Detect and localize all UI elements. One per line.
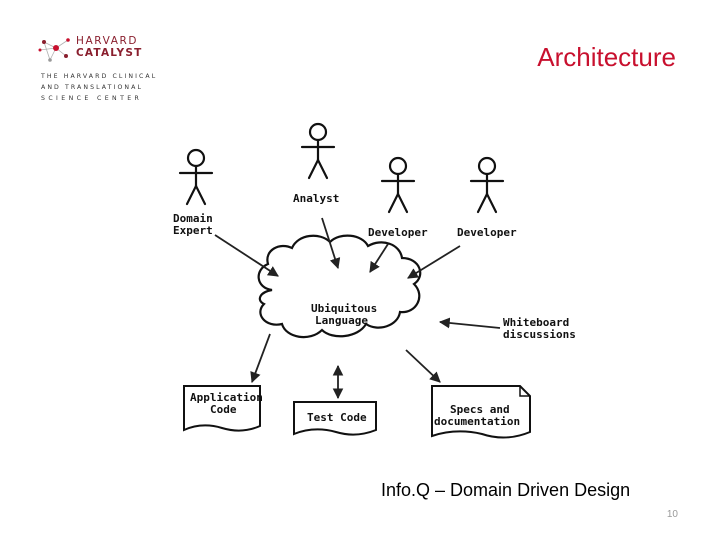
arrow-domain-expert-to-cloud — [214, 234, 279, 277]
ddd-diagram: Domain Expert Analyst Developer Develope… — [173, 122, 576, 439]
actor-domain-expert-figure — [178, 148, 214, 206]
actor-developer-1-figure — [380, 156, 416, 214]
logo-line-1: HARVARD — [76, 35, 139, 47]
arrow-developer-1-to-cloud — [369, 243, 389, 273]
label-application-code-2: Code — [210, 403, 237, 416]
cloud-label-2: Language — [315, 314, 368, 327]
label-developer-1: Developer — [368, 226, 428, 239]
arrow-developer-2-to-cloud — [407, 245, 461, 279]
label-whiteboard-1: Whiteboard — [503, 316, 569, 329]
arrow-analyst-to-cloud — [321, 217, 341, 270]
slide-caption: Info.Q – Domain Driven Design — [381, 480, 631, 500]
harvard-catalyst-logo: HARVARD CATALYST THE HARVARD CLINICAL AN… — [38, 32, 155, 104]
label-domain-expert-1: Domain — [173, 212, 213, 225]
label-application-code-1: Application — [190, 391, 263, 404]
label-specs-1: Specs and — [450, 403, 510, 416]
label-developer-2: Developer — [457, 226, 517, 239]
test-code-document — [293, 401, 377, 436]
network-logo-icon — [38, 38, 70, 62]
label-specs-2: documentation — [434, 415, 520, 428]
arrow-cloud-to-application-code — [250, 333, 271, 384]
arrow-cloud-to-specs — [405, 349, 441, 383]
label-analyst: Analyst — [293, 192, 339, 205]
ubiquitous-language-cloud — [257, 234, 422, 339]
specs-page-fold — [519, 386, 530, 397]
label-domain-expert-2: Expert — [173, 224, 213, 237]
specs-document — [431, 385, 531, 439]
label-whiteboard-2: discussions — [503, 328, 576, 341]
slide-title: Architecture — [537, 42, 676, 72]
logo-subtitle-1: THE HARVARD CLINICAL — [41, 73, 158, 80]
actor-developer-2-figure — [469, 156, 505, 214]
logo-subtitle-3: SCIENCE CENTER — [41, 95, 143, 102]
page-number: 10 — [666, 509, 678, 520]
arrow-cloud-whiteboard — [438, 317, 501, 329]
logo-subtitle-2: AND TRANSLATIONAL — [41, 84, 144, 91]
actor-analyst-figure — [300, 122, 336, 180]
logo-line-2: CATALYST — [76, 47, 143, 59]
label-test-code: Test Code — [307, 411, 367, 424]
application-code-document — [183, 385, 261, 432]
cloud-label-1: Ubiquitous — [311, 302, 377, 315]
